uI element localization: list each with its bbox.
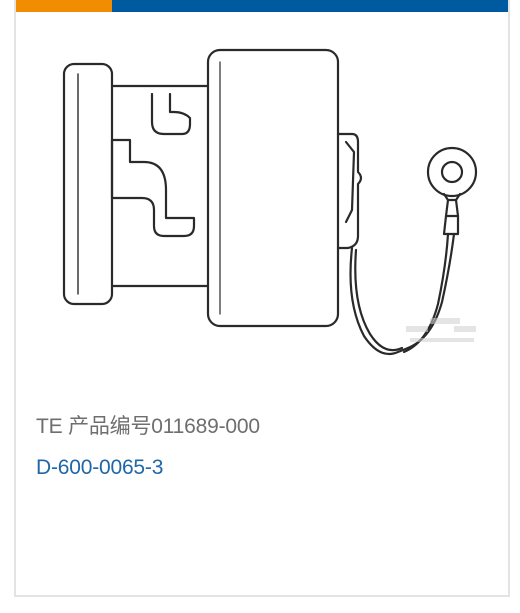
part-number-line: TE 产品编号011689-000 xyxy=(36,410,260,440)
part-number-label: TE 产品编号 xyxy=(36,415,152,438)
part-link[interactable]: D-600-0065-3 xyxy=(36,456,164,479)
accent-bar-orange xyxy=(16,0,112,12)
accent-bar xyxy=(16,0,508,12)
accent-bar-blue xyxy=(112,0,508,12)
part-number-value: 011689-000 xyxy=(151,415,260,438)
product-card[interactable]: TE 产品编号011689-000 D-600-0065-3 xyxy=(14,0,510,597)
bnc-connector-with-ground-lug-icon[interactable] xyxy=(34,22,502,382)
